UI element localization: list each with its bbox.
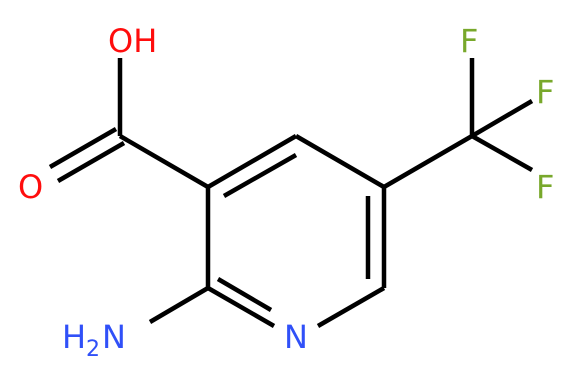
bond-c4-c5 (294, 134, 386, 189)
bond-n1-c2 (206, 286, 276, 328)
bond-n1-c2-inner (216, 277, 273, 312)
bond-carboxyl-o-a (56, 141, 126, 183)
amine-n-label: N (102, 318, 126, 356)
fluorine-right-label: F (536, 73, 554, 111)
bond-c3-c4 (206, 134, 298, 189)
bond-cf3-f-right (470, 99, 534, 138)
fluorine-top-label: F (460, 22, 478, 60)
bond-carboxyl-o-b (48, 127, 118, 169)
amine-h-label: H (62, 318, 86, 356)
amine-subscript-label: 2 (86, 337, 100, 362)
hydroxyl-label: OH (108, 22, 157, 60)
carbonyl-oxygen-label: O (18, 168, 43, 206)
bond-c3-carboxyl (118, 134, 210, 189)
bond-cf3-f-bottom (470, 134, 534, 172)
bond-c2-nh2 (148, 286, 210, 324)
bond-c5-cf3 (382, 134, 474, 189)
bond-c6-n1 (316, 286, 386, 328)
bond-c3-c4-inner (222, 153, 298, 198)
ring-nitrogen-label: N (284, 318, 308, 356)
fluorine-bottom-label: F (536, 168, 554, 206)
